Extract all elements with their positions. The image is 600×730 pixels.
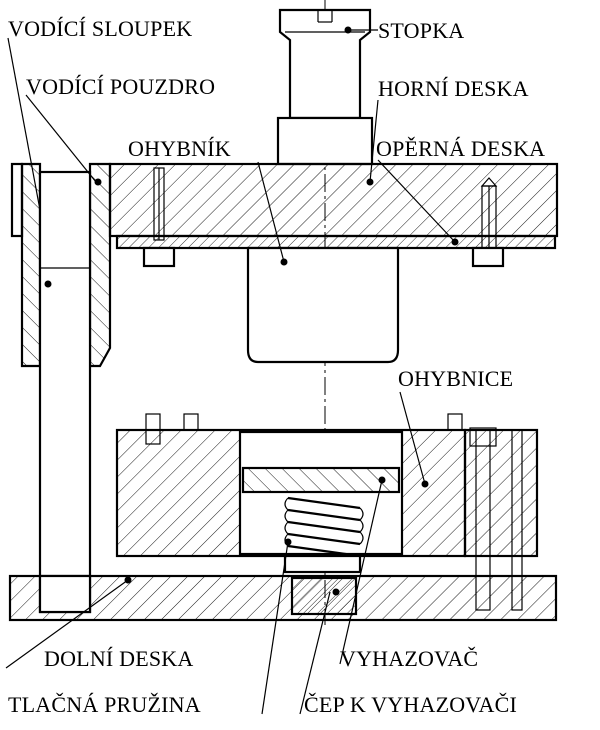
label-vodici-pouzdro: VODÍCÍ POUZDRO — [26, 74, 215, 99]
upper-plate — [108, 162, 559, 268]
guide-pillar — [38, 170, 92, 614]
label-vyhazovac: VYHAZOVAČ — [340, 646, 478, 671]
label-cep-k-vyhazovaci: ČEP K VYHAZOVAČI — [304, 692, 517, 717]
label-vodici-sloupek: VODÍCÍ SLOUPEK — [8, 16, 192, 41]
label-horni-deska: HORNÍ DESKA — [378, 76, 529, 101]
lower-plate — [8, 574, 558, 622]
punch-ohybnik — [246, 246, 400, 364]
label-ohybnik: OHYBNÍK — [128, 136, 231, 161]
shank-stopka — [276, 8, 374, 166]
label-dolni-deska: DOLNÍ DESKA — [44, 646, 193, 671]
leader-lines — [5, 26, 459, 715]
label-ohybnice: OHYBNICE — [398, 366, 513, 391]
label-tlacna-pruzina: TLAČNÁ PRUŽINA — [8, 692, 201, 717]
label-operna-deska: OPĚRNÁ DESKA — [376, 136, 545, 161]
label-stopka: STOPKA — [378, 18, 464, 43]
